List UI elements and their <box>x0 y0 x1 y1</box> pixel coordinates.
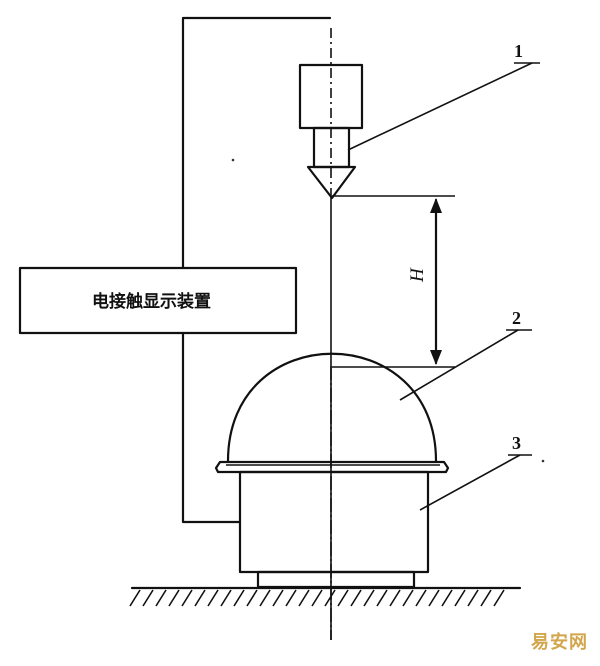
ground-hatch-line <box>142 589 154 607</box>
ground-hatch-line <box>467 589 479 607</box>
ground-hatch-line <box>493 589 505 607</box>
ground-hatch-line <box>337 589 349 607</box>
stray-dot <box>231 158 235 162</box>
ground-hatch-line <box>259 589 271 607</box>
ground-hatch-line <box>285 589 297 607</box>
ground-hatch-line <box>207 589 219 607</box>
ground-hatch-line <box>324 589 336 607</box>
leader-lines <box>347 62 540 511</box>
probe-holder <box>298 28 364 200</box>
ground-hatch-line <box>389 589 401 607</box>
ground <box>129 586 522 607</box>
ground-hatch-line <box>272 589 284 607</box>
height-dimension <box>332 195 455 368</box>
ground-hatch-line <box>428 589 440 607</box>
ground-hatch-line <box>129 589 141 607</box>
ground-hatch-line <box>194 589 206 607</box>
ground-hatch-line <box>350 589 362 607</box>
ground-hatch-line <box>311 589 323 607</box>
ground-hatch-line <box>402 589 414 607</box>
display-device-box <box>18 266 298 335</box>
ground-hatch-line <box>181 589 193 607</box>
ground-hatch-line <box>298 589 310 607</box>
part-label-1: 1 <box>514 41 523 61</box>
ground-hatch-line <box>220 589 232 607</box>
stray-dot <box>541 459 545 463</box>
watermark-text: 易安网 <box>531 632 588 653</box>
ground-hatch-line <box>415 589 427 607</box>
ground-hatch-line <box>168 589 180 607</box>
ground-hatch-line <box>246 589 258 607</box>
base-body <box>238 470 430 589</box>
ground-hatch-line <box>155 589 167 607</box>
ground-hatch-line <box>363 589 375 607</box>
ground-hatch-line <box>376 589 388 607</box>
dome-head-form <box>214 352 450 474</box>
ground-hatch-line <box>233 589 245 607</box>
signal-wire <box>181 16 332 524</box>
part-label-2: 2 <box>512 308 521 328</box>
height-label: H <box>407 267 428 283</box>
ground-hatch-line <box>441 589 453 607</box>
part-label-3: 3 <box>512 433 521 453</box>
ground-hatch-line <box>480 589 492 607</box>
display-device-label: 电接触显示装置 <box>92 291 211 312</box>
ground-hatch-line <box>454 589 466 607</box>
